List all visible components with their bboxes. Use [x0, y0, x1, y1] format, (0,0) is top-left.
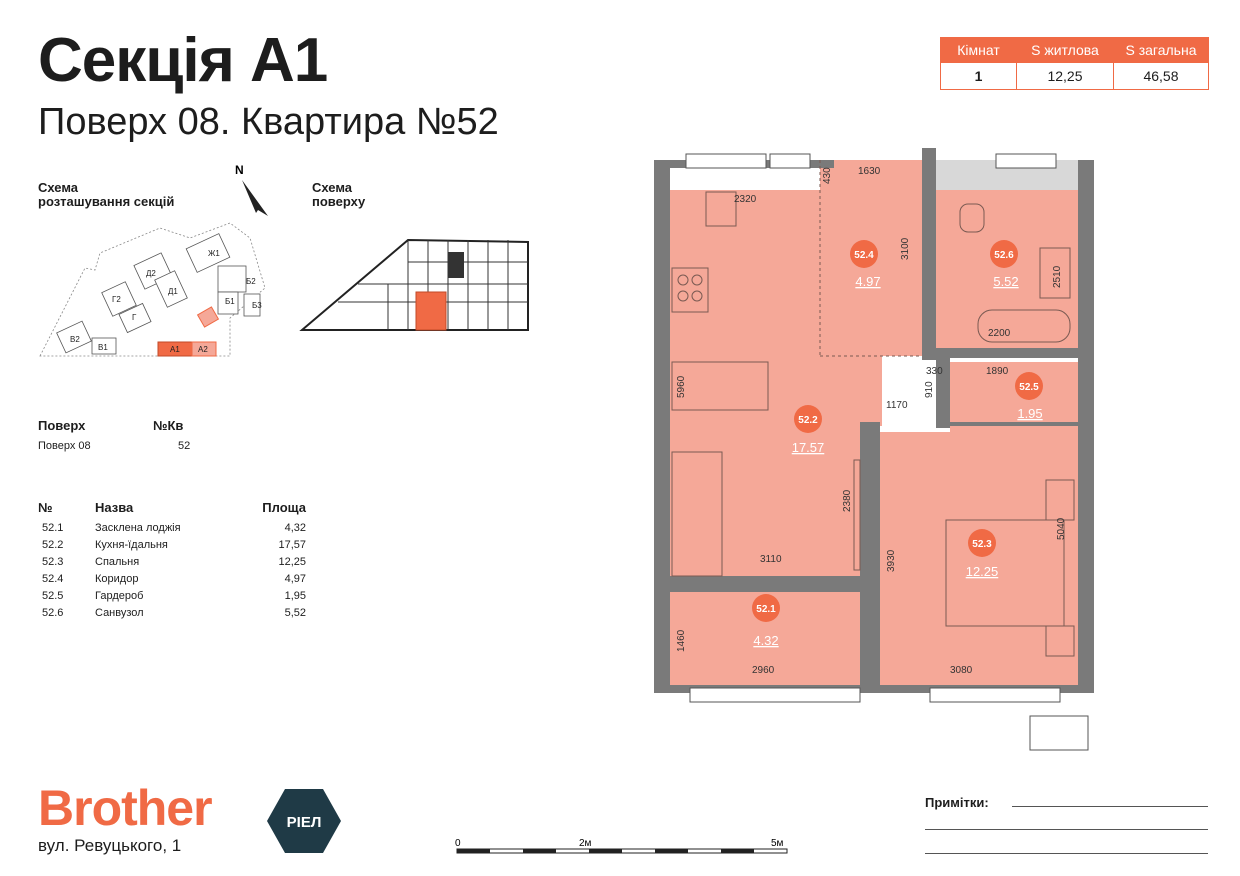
room-area-521: 4.32	[753, 633, 778, 648]
apartment-floor-plan: 52.1 52.2 52.3 52.4 52.5 52.6 4.32 17.57…	[654, 148, 1094, 751]
room-wardrobe-fill	[950, 362, 1078, 432]
rooms-header-name: Назва	[95, 500, 134, 515]
dim-label: 1460	[676, 629, 687, 652]
dim-label: 3930	[886, 549, 897, 572]
apt-value: 52	[178, 440, 191, 452]
address: вул. Ревуцького, 1	[38, 836, 182, 855]
summary-header-rooms: Кімнат	[940, 37, 1017, 63]
scale-label-5m: 5м	[771, 838, 784, 849]
scale-label-0: 0	[455, 838, 461, 849]
tag-b2: Б2	[246, 277, 256, 286]
dim-label: 3100	[900, 237, 911, 260]
room-area-525: 1.95	[1017, 406, 1042, 421]
room-area-524: 4.97	[855, 274, 880, 289]
floor-value: Поверх 08	[38, 440, 91, 452]
room-area-522: 17.57	[792, 440, 825, 455]
room-label-521: 52.1	[756, 604, 776, 615]
dim-label: 430	[822, 167, 833, 184]
notes-line	[925, 853, 1208, 854]
dim-label: 910	[924, 381, 935, 398]
tag-g: Г	[132, 313, 137, 322]
room-area-523: 12.25	[966, 564, 999, 579]
notes-line	[925, 829, 1208, 830]
room-label-526: 52.6	[994, 250, 1014, 261]
scale-label-2m: 2м	[579, 838, 592, 849]
tag-v1: В1	[98, 343, 108, 352]
summary-table: Кімнат S житлова S загальна 1 12,25 46,5…	[940, 37, 1209, 90]
dim-label: 5040	[1056, 517, 1067, 540]
tag-v2: В2	[70, 335, 80, 344]
scale-bar: 0 2м 5м	[455, 838, 788, 854]
dim-label: 2380	[842, 489, 853, 512]
summary-header-total: S загальна	[1113, 37, 1209, 63]
page-subtitle: Поверх 08. Квартира №52	[38, 101, 499, 143]
room-area-526: 5.52	[993, 274, 1018, 289]
notes-label: Примітки:	[925, 795, 989, 810]
notes-line	[1012, 806, 1208, 807]
apt-label: №Кв	[153, 418, 184, 433]
current-apartment-marker	[415, 291, 447, 331]
summary-header-living: S житлова	[1016, 37, 1114, 63]
tag-zh1: Ж1	[208, 249, 220, 258]
rooms-header-no: №	[38, 500, 53, 515]
dim-label: 330	[926, 366, 943, 377]
dim-label: 1170	[886, 400, 908, 411]
floor-scheme-map	[299, 238, 529, 331]
room-label-523: 52.3	[972, 539, 992, 550]
dim-label: 2200	[988, 328, 1011, 339]
brand-logo: Brother	[38, 780, 213, 836]
dim-label: 3080	[950, 665, 973, 676]
room-label-522: 52.2	[798, 415, 818, 426]
dim-label: 2320	[734, 194, 757, 205]
tag-b3: Б3	[252, 301, 262, 310]
room-label-525: 52.5	[1019, 382, 1039, 393]
tag-g2: Г2	[112, 295, 121, 304]
summary-total-value: 46,58	[1113, 62, 1209, 90]
floor-label: Поверх	[38, 418, 86, 433]
summary-rooms-value: 1	[940, 62, 1017, 90]
floor-scheme-label: Схема поверху	[312, 180, 366, 209]
badge-text: РІЕЛ	[287, 814, 322, 831]
sections-site-map: N Ж1 Д2 Д1 Г2 Г Б2 Б1 Б3 В2 В1 А1 А2	[39, 163, 268, 357]
tag-b1: Б1	[225, 297, 235, 306]
brand-badge: РІЕЛ	[267, 789, 341, 853]
tag-d1: Д1	[168, 287, 178, 296]
room-label-524: 52.4	[854, 250, 874, 261]
tag-a2: А2	[198, 345, 208, 354]
tag-d2: Д2	[146, 269, 156, 278]
dim-label: 2510	[1052, 265, 1063, 288]
rooms-header-area: Площа	[262, 500, 306, 515]
dim-label: 1630	[858, 166, 881, 177]
dim-label: 2960	[752, 665, 775, 676]
sections-scheme-label: Схема розташування секцій	[38, 180, 175, 209]
summary-living-value: 12,25	[1016, 62, 1114, 90]
page-title: Секція А1	[38, 26, 328, 95]
dim-label: 3110	[760, 554, 782, 565]
tag-a1: А1	[170, 345, 180, 354]
north-arrow-icon	[242, 180, 268, 216]
dim-label: 5960	[676, 375, 687, 398]
dim-label: 1890	[986, 366, 1009, 377]
north-label: N	[235, 163, 244, 177]
